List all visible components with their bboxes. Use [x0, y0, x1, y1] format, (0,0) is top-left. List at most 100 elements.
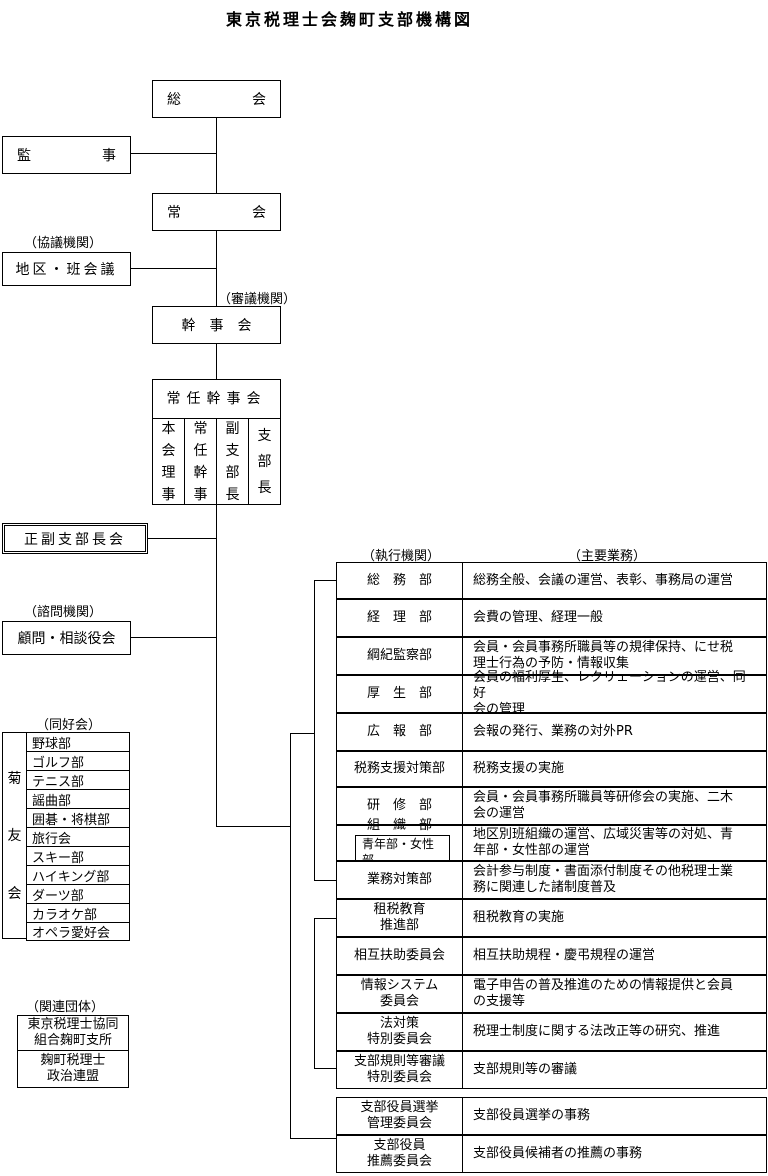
exec-duty-cell: 税務支援の実施	[462, 751, 767, 787]
exec-name-cell: 支部役員選挙 管理委員会	[336, 1097, 463, 1135]
exec-duty: 総務全般、会議の運営、表彰、事務局の運営	[473, 572, 734, 588]
exec-name: 広 報 部	[366, 724, 432, 739]
jonin-col-jonin: 常任幹事	[185, 419, 217, 505]
node-jokai: 常会	[152, 193, 281, 231]
connector-seifuku	[147, 538, 217, 539]
connector-komon	[130, 637, 216, 638]
exec-duty-cell: 相互扶助規程・慶弔規程の運営	[462, 937, 767, 975]
node-kanjikai: 幹 事 会	[152, 306, 281, 344]
node-seifuku-label: 正副支部長会	[24, 531, 126, 548]
exec-name-cell: 総 務 部	[336, 562, 463, 599]
exec-duty: 支部役員選挙の事務	[473, 1108, 591, 1123]
kikuyu-char-3: 会	[7, 886, 22, 903]
node-komon-label: 顧問・相談役会	[17, 631, 116, 647]
exec-name-cell: 研 修 部	[336, 787, 463, 825]
node-komon: 顧問・相談役会	[2, 621, 131, 655]
exec-group1-vertical	[314, 580, 315, 880]
exec-duty: 地区別班組織の運営、広域災害等の対処、青 年部・女性部の運営	[473, 827, 734, 858]
club-item: テニス部	[26, 770, 130, 790]
kanren-item: 東京税理士協同 組合麹町支所	[17, 1015, 129, 1051]
exec-name-cell: 広 報 部	[336, 713, 463, 751]
exec-duty: 租税教育の実施	[473, 910, 565, 925]
exec-duty: 支部規則等の審議	[473, 1062, 578, 1077]
node-sokai: 総会	[152, 80, 281, 118]
exec-name: 情報システム 委員会	[360, 978, 439, 1009]
exec-name: 組 織 部	[366, 817, 432, 833]
exec-duty-cell: 税理士制度に関する法改正等の研究、推進	[462, 1013, 767, 1051]
kikuyu-column: 菊 友 会	[2, 732, 27, 939]
node-kanjikai-label: 幹 事 会	[181, 318, 252, 334]
exec-duty-cell: 会員の福利厚生、レクリェーションの運営、同好 会の管理	[462, 670, 767, 717]
exec-name: 租税教育 推進部	[373, 902, 426, 933]
label-kanren: （関連団体）	[26, 1000, 105, 1015]
exec-name: 支部役員選挙 管理委員会	[360, 1100, 439, 1131]
node-jonin: 常任幹事会 本会理事 常任幹事 副支部長 支部長	[152, 379, 281, 505]
node-chiku-label: 地区・班会議	[15, 262, 118, 278]
exec-name-cell: 支部規則等審議 特別委員会	[336, 1051, 463, 1089]
club-item: カラオケ部	[26, 903, 130, 923]
exec-name-cell: 業務対策部	[336, 861, 463, 899]
label-doukou: （同好会）	[36, 718, 102, 733]
exec-bracket-bottom	[290, 1138, 336, 1139]
kikuyu-char-2: 友	[7, 828, 22, 845]
exec-duty: 電子申告の普及推進のための情報提供と会員 の支援等	[473, 978, 734, 1009]
node-jonin-title: 常任幹事会	[153, 380, 280, 419]
connector-kanji	[130, 153, 216, 154]
exec-duty-cell: 会員・会員事務所職員等の規律保持、にせ税 理士行為の予防・情報収集	[462, 637, 767, 675]
jonin-col-honkai: 本会理事	[153, 419, 185, 505]
exec-duty: 会員・会員事務所職員等の規律保持、にせ税 理士行為の予防・情報収集	[473, 640, 734, 671]
exec-name-cell: 厚 生 部	[336, 675, 463, 713]
exec-name-cell: 綱紀監察部	[336, 637, 463, 675]
exec-duty: 税理士制度に関する法改正等の研究、推進	[473, 1024, 721, 1039]
exec-name-cell: 法対策 特別委員会	[336, 1013, 463, 1051]
exec-name: 総 務 部	[366, 572, 432, 588]
kanren-item-label: 東京税理士協同 組合麹町支所	[27, 1017, 119, 1048]
exec-duty-cell: 支部役員選挙の事務	[462, 1097, 767, 1135]
exec-header-left: （執行機関）	[362, 549, 441, 564]
exec-duty: 会費の管理、経理一般	[473, 610, 604, 625]
connector-exec	[216, 826, 290, 827]
kikuyu-char-1: 菊	[7, 770, 22, 787]
exec-header-right: （主要業務）	[568, 549, 647, 564]
label-shimon: （諮問機関）	[24, 605, 103, 620]
exec-duty: 相互扶助規程・慶弔規程の運営	[473, 948, 656, 963]
exec-duty: 会計参与制度・書面添付制度その他税理士業 務に関連した諸制度普及	[473, 864, 734, 895]
exec-name-cell: 相互扶助委員会	[336, 937, 463, 975]
exec-name: 経 理 部	[366, 610, 432, 625]
club-item: オペラ愛好会	[26, 922, 130, 941]
club-item: スキー部	[26, 846, 130, 866]
kanren-item-label: 麹町税理士 政治連盟	[40, 1053, 106, 1084]
exec-duty-cell: 地区別班組織の運営、広域災害等の対処、青 年部・女性部の運営	[462, 825, 767, 861]
page-title: 東京税理士会麹町支部機構図	[226, 10, 474, 29]
exec-name: 法対策 特別委員会	[366, 1016, 432, 1047]
club-item: ゴルフ部	[26, 751, 130, 771]
exec-name-cell: 税務支援対策部	[336, 751, 463, 787]
exec-name-cell: 支部役員 推薦委員会	[336, 1135, 463, 1173]
exec-duty-cell: 支部規則等の審議	[462, 1051, 767, 1089]
exec-name: 相互扶助委員会	[353, 948, 445, 963]
kanren-item: 麹町税理士 政治連盟	[17, 1050, 129, 1088]
exec-name: 綱紀監察部	[366, 648, 432, 663]
exec-bracket-top	[290, 733, 314, 734]
exec-group2-bottom	[314, 1068, 336, 1069]
exec-name: 厚 生 部	[366, 686, 432, 701]
exec-duty-cell: 電子申告の普及推進のための情報提供と会員 の支援等	[462, 975, 767, 1013]
exec-group2-top	[314, 918, 336, 919]
exec-duty: 会員・会員事務所職員等研修会の実施、二木 会の運営	[473, 790, 734, 821]
exec-duty-cell: 会費の管理、経理一般	[462, 599, 767, 637]
exec-duty-cell: 支部役員候補者の推薦の事務	[462, 1135, 767, 1173]
exec-duty: 支部役員候補者の推薦の事務	[473, 1146, 643, 1161]
exec-duty: 税務支援の実施	[473, 761, 565, 776]
exec-duty-cell: 総務全般、会議の運営、表彰、事務局の運営	[462, 562, 767, 599]
exec-duty: 会報の発行、業務の対外PR	[473, 724, 633, 739]
node-chiku: 地区・班会議	[2, 252, 131, 286]
exec-duty-cell: 会報の発行、業務の対外PR	[462, 713, 767, 751]
node-sokai-label: 総会	[167, 92, 266, 108]
exec-duty-cell: 租税教育の実施	[462, 899, 767, 937]
club-item: 野球部	[26, 732, 130, 752]
exec-group1-bottom	[314, 880, 336, 881]
club-list: 野球部 ゴルフ部 テニス部 謡曲部 囲碁・将棋部 旅行会 スキー部 ハイキング部…	[26, 732, 130, 941]
node-kanji: 監事	[2, 136, 131, 174]
exec-group1-top	[314, 580, 336, 581]
label-kyogi: （協議機関）	[24, 236, 103, 251]
